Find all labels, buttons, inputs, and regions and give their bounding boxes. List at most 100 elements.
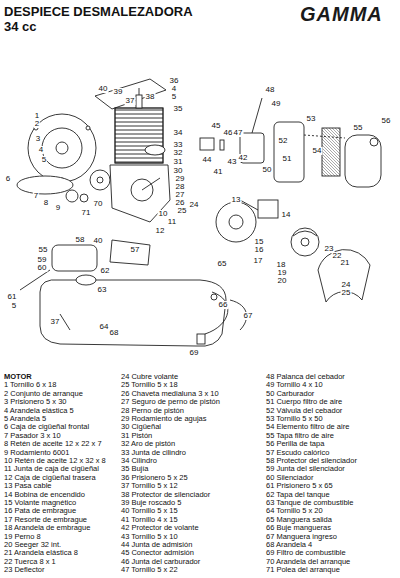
parts-list-entry: 4 Arandela elástica 5 bbox=[4, 407, 74, 415]
callout-number: 48 bbox=[265, 86, 276, 94]
spark-plug bbox=[136, 95, 142, 108]
parts-list-entry: 51 Cuerpo filtro de aire bbox=[266, 398, 342, 406]
callout-number: 24 bbox=[189, 201, 200, 209]
callout-number: 66 bbox=[218, 301, 229, 309]
starter-pulley bbox=[90, 170, 110, 190]
callout-number: 42 bbox=[238, 154, 249, 162]
parts-list-entry: 30 Cigüeñal bbox=[121, 423, 161, 431]
callout-number: 11 bbox=[167, 218, 177, 226]
parts-list-entry: 16 Pata de embrague bbox=[4, 507, 76, 515]
parts-list-entry: 32 Aro de pistón bbox=[121, 440, 175, 448]
choke-lever bbox=[252, 98, 262, 133]
parts-list-entry: 36 Prisionero 5 x 25 bbox=[121, 474, 188, 482]
parts-list-entry: 53 Tornillo 5 x 50 bbox=[266, 415, 323, 423]
callout-number: 27 bbox=[175, 191, 186, 199]
callout-number: 58 bbox=[75, 236, 86, 244]
fuel-hose bbox=[205, 292, 228, 334]
muffler bbox=[52, 245, 97, 271]
parts-list-entry: 56 Perilla de tapa bbox=[266, 440, 324, 448]
parts-list-entry: 48 Palanca del cebador bbox=[266, 373, 345, 381]
callout-number: 61 bbox=[7, 293, 18, 301]
parts-list-entry: 26 Chaveta medialuna 3 x 10 bbox=[121, 390, 219, 398]
fuel-filter bbox=[197, 334, 205, 344]
air-filter-element bbox=[322, 128, 340, 176]
callout-number: 23 bbox=[324, 245, 335, 253]
parts-list-entry: 46 Junta del carburador bbox=[121, 558, 200, 566]
parts-list-entry: 63 Tanque de combustible bbox=[266, 499, 353, 507]
parts-list-entry: 13 Pasa cable bbox=[4, 482, 52, 490]
parts-list-entry: 64 Tornillo 5 x 20 bbox=[266, 507, 323, 515]
parts-list-entry: 41 Tornillo 4 x 15 bbox=[121, 516, 178, 524]
starter-pulley-hub bbox=[97, 177, 103, 183]
parts-list-entry: 24 Cubre volante bbox=[121, 373, 178, 381]
parts-list-entry: 45 Conector admisión bbox=[121, 549, 194, 557]
callout-number: 5 bbox=[11, 302, 17, 310]
parts-list-entry: 59 Junta del silenciador bbox=[266, 465, 345, 473]
parts-list-entry: 42 Protector de volante bbox=[121, 524, 199, 532]
muffler-guard bbox=[95, 79, 166, 109]
callout-number: 54 bbox=[312, 147, 323, 155]
clutch-hub bbox=[301, 238, 309, 246]
parts-list-entry: 3 Prisionero 5 x 30 bbox=[4, 398, 67, 406]
callout-number: 38 bbox=[145, 93, 156, 101]
callout-number: 59 bbox=[37, 256, 48, 264]
parts-list-entry: 35 Bujía bbox=[121, 465, 149, 473]
parts-list-entry: 71 Polea del arranque bbox=[266, 566, 340, 574]
title: DESPIECE DESMALEZADORA bbox=[4, 5, 193, 18]
parts-list-entry: 1 Tornillo 6 x 18 bbox=[4, 381, 56, 389]
parts-list-entry: 54 Elemento filtro de aire bbox=[266, 423, 349, 431]
starter-housing bbox=[28, 114, 96, 182]
heat-shield bbox=[110, 240, 150, 265]
clutch-spring bbox=[293, 231, 317, 236]
callout-number: 63 bbox=[97, 286, 108, 294]
parts-list-entry: 38 Protector de silenciador bbox=[121, 491, 210, 499]
cover-knob bbox=[370, 138, 378, 146]
callout-number: 49 bbox=[271, 100, 282, 108]
callout-number: 45 bbox=[211, 122, 222, 130]
callout-number: 17 bbox=[253, 257, 264, 265]
callout-number: 10 bbox=[158, 210, 169, 218]
parts-list-entry: 20 Seeger 32 int. bbox=[4, 541, 61, 549]
parts-list-entry: 17 Resorte de embrague bbox=[4, 516, 87, 524]
spark-plug-tip bbox=[139, 88, 140, 95]
flywheel bbox=[216, 202, 256, 242]
parts-list-entry: 7 Pasador 3 x 10 bbox=[4, 432, 61, 440]
parts-list-entry: 8 Retén de aceite 12 x 22 x 7 bbox=[4, 440, 102, 448]
callout-number: 47 bbox=[233, 129, 244, 137]
callout-number: 1 bbox=[34, 112, 40, 120]
callout-number: 4 bbox=[38, 146, 44, 154]
callout-number: 65 bbox=[217, 260, 228, 268]
parts-list-entry: 31 Pistón bbox=[121, 432, 152, 440]
parts-list-entry: 19 Perno 8 bbox=[4, 533, 41, 541]
screw bbox=[60, 314, 70, 330]
callout-number: 40 bbox=[93, 237, 104, 245]
callout-number: 15 bbox=[254, 238, 265, 246]
callout-number: 70 bbox=[93, 200, 104, 208]
tank-cap bbox=[76, 275, 96, 285]
callout-number: 18 bbox=[276, 261, 287, 269]
callout-number: 16 bbox=[254, 246, 265, 254]
parts-list-entry: 68 Arandela 4 bbox=[266, 541, 312, 549]
parts-list-entry: 14 Bobina de encendido bbox=[4, 491, 85, 499]
parts-list-entry: 62 Tapa del tanque bbox=[266, 491, 330, 499]
parts-list-entry: 60 Silenciador bbox=[266, 474, 314, 482]
callout-number: 13 bbox=[231, 196, 242, 204]
callout-number: 34 bbox=[173, 129, 184, 137]
callout-number: 6 bbox=[5, 175, 11, 183]
parts-list-entry: 50 Carburador bbox=[266, 390, 314, 398]
callout-number: 32 bbox=[173, 149, 184, 157]
callout-number: 3 bbox=[35, 135, 41, 143]
parts-list-entry: 10 Retén de aceite 12 x 32 x 8 bbox=[4, 457, 106, 465]
callout-number: 14 bbox=[281, 211, 292, 219]
parts-list-entry: 61 Prisionero 5 x 65 bbox=[266, 482, 333, 490]
parts-list-entry: 52 Válvula del cebador bbox=[266, 407, 342, 415]
callout-number: 36 bbox=[169, 77, 180, 85]
ignition-coil bbox=[258, 200, 278, 218]
callout-number: 25 bbox=[341, 289, 352, 297]
piston bbox=[145, 145, 165, 155]
parts-list-entry: 55 Tapa filtro de aire bbox=[266, 432, 334, 440]
parts-list-entry: 9 Rodamiento 6001 bbox=[4, 449, 69, 457]
callout-number: 43 bbox=[227, 158, 238, 166]
list-heading: MOTOR bbox=[4, 373, 32, 381]
callout-number: 26 bbox=[175, 199, 186, 207]
